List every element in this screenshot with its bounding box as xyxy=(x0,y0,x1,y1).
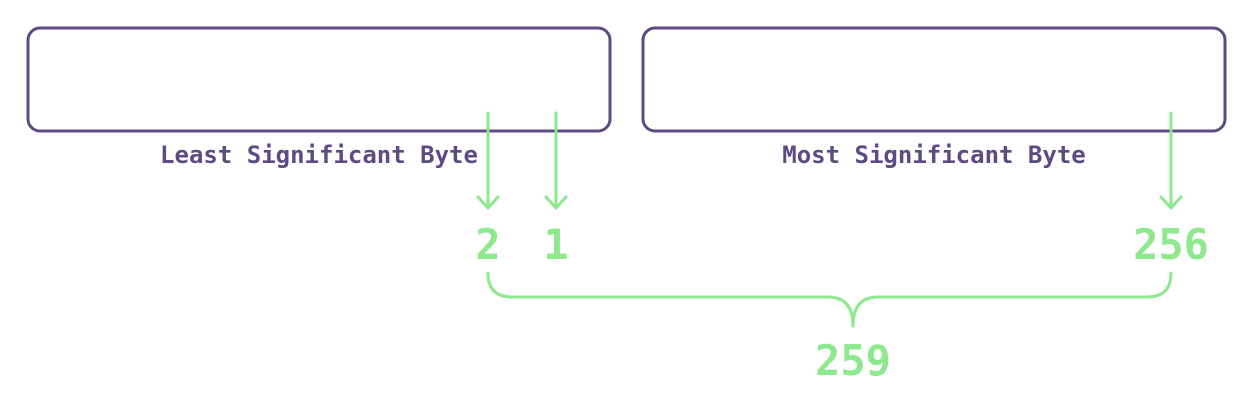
lsb-byte-label: Least Significant Byte xyxy=(160,141,478,169)
lsb-bit-b-value: 1 xyxy=(543,220,568,269)
arrow-lsb-bit-a xyxy=(476,111,500,210)
arrow-lsb-bit-b xyxy=(544,111,568,210)
arrow-msb-bit xyxy=(1159,111,1183,210)
lsb-byte-box xyxy=(26,26,612,133)
total-value: 259 xyxy=(815,336,891,385)
msb-byte-box xyxy=(641,26,1227,133)
msb-byte-label: Most Significant Byte xyxy=(782,141,1085,169)
lsb-bit-a-value: 2 xyxy=(475,220,500,269)
msb-bit-value: 256 xyxy=(1133,220,1209,269)
sum-brace xyxy=(486,271,1173,328)
